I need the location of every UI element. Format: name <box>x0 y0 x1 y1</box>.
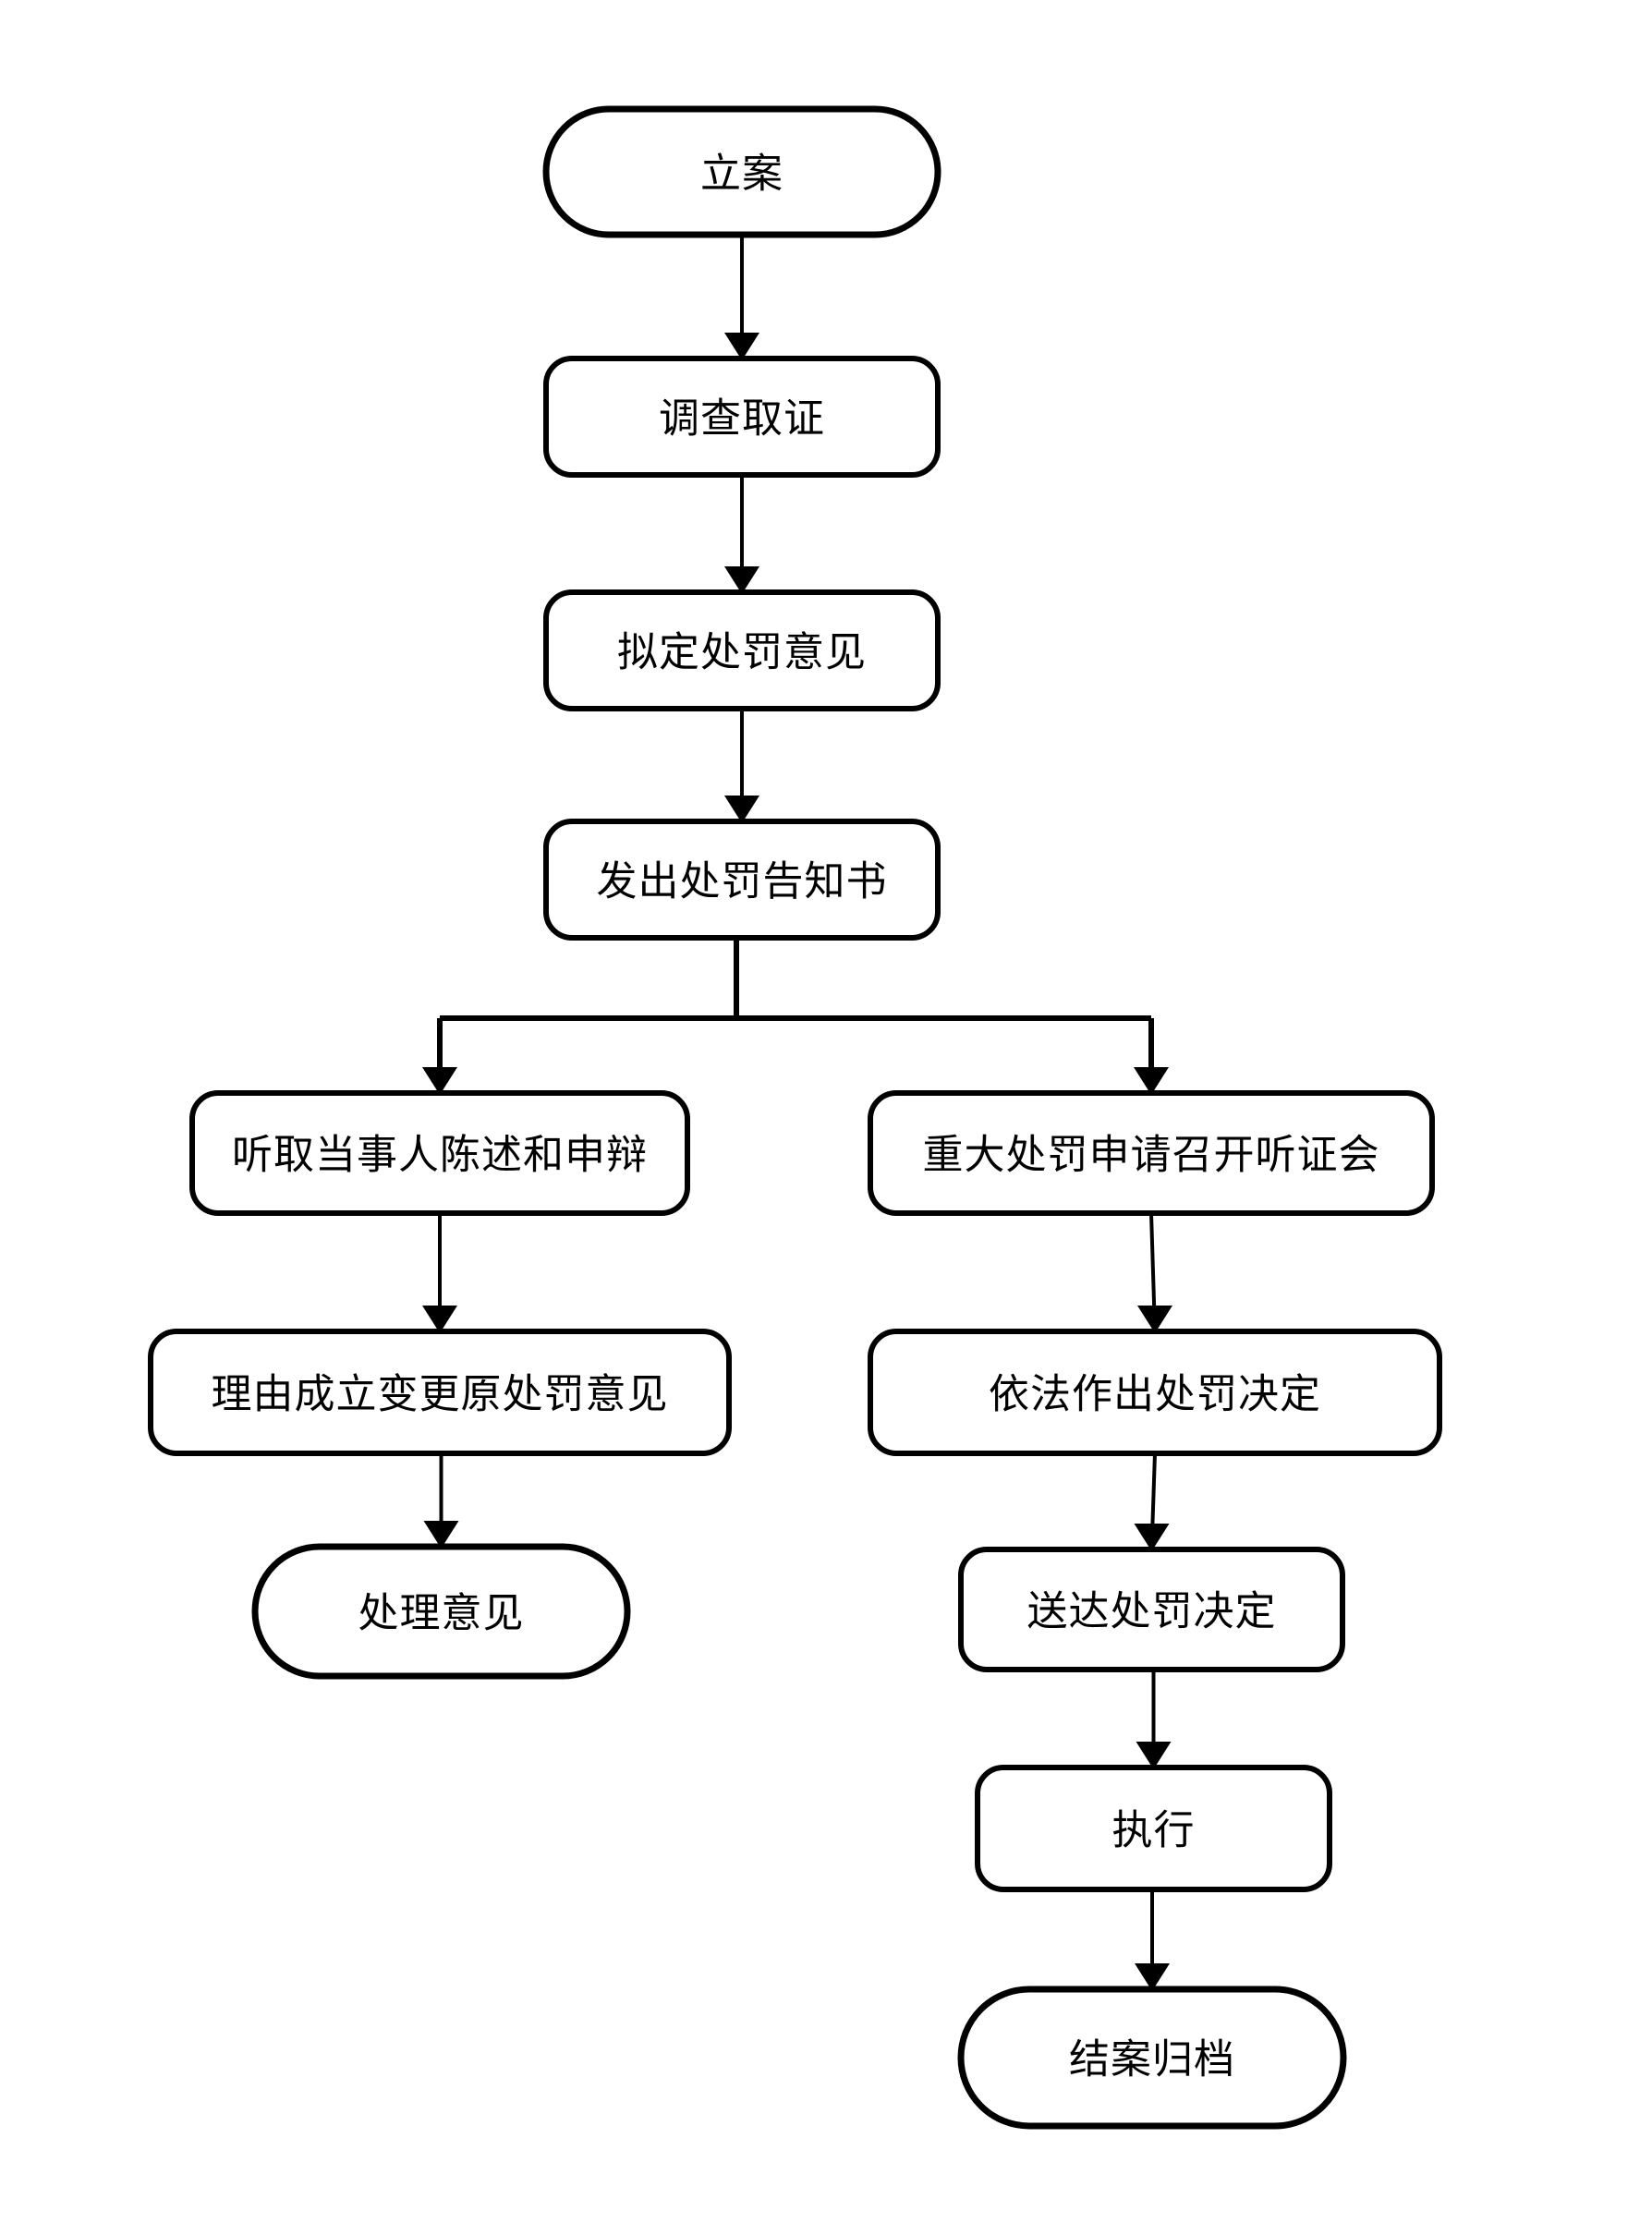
node-n1[interactable]: 立案 <box>542 105 941 238</box>
branch-bus <box>440 938 1151 1021</box>
node-label: 送达处罚决定 <box>1027 1589 1277 1634</box>
process-shape <box>975 1765 1332 1892</box>
process-shape <box>868 1090 1435 1216</box>
node-n5[interactable]: 听取当事人陈述和申辩 <box>189 1090 690 1216</box>
node-label: 依法作出处罚决定 <box>989 1372 1321 1417</box>
arrow-head <box>1134 1524 1170 1551</box>
process-shape <box>958 1547 1345 1672</box>
node-n12[interactable]: 结案归档 <box>957 1986 1347 2130</box>
node-label: 重大处罚申请召开听证会 <box>923 1133 1380 1178</box>
process-shape <box>868 1329 1442 1456</box>
node-label: 调查取证 <box>659 396 825 442</box>
node-n10[interactable]: 送达处罚决定 <box>958 1547 1345 1672</box>
process-shape <box>543 356 941 478</box>
arrow-head <box>1135 1963 1170 1991</box>
edge-n1-to-n2 <box>724 235 759 360</box>
edge-n3-to-n4 <box>724 709 759 823</box>
terminator-shape <box>542 105 941 238</box>
terminator-shape <box>251 1543 631 1680</box>
node-label: 发出处罚告知书 <box>597 859 888 905</box>
edge-n4-to-n5 <box>422 1018 457 1095</box>
arrow-head <box>1134 1067 1169 1095</box>
node-label: 立案 <box>700 152 783 197</box>
edge-n2-to-n3 <box>724 475 759 594</box>
node-n8[interactable]: 依法作出处罚决定 <box>868 1329 1442 1456</box>
node-n7[interactable]: 理由成立变更原处罚意见 <box>148 1329 732 1456</box>
arrow-head <box>724 796 759 823</box>
node-n2[interactable]: 调查取证 <box>543 356 941 478</box>
edge-n8-to-n10 <box>1134 1452 1170 1551</box>
arrow-head <box>1136 1742 1172 1769</box>
terminator-shape <box>957 1986 1347 2130</box>
node-label: 理由成立变更原处罚意见 <box>212 1372 669 1417</box>
arrow-head <box>422 1067 457 1095</box>
edge-n7-to-n9 <box>423 1453 459 1549</box>
process-shape <box>543 819 941 941</box>
process-shape <box>189 1090 690 1216</box>
edge-n5-to-n7 <box>422 1213 457 1333</box>
node-n6[interactable]: 重大处罚申请召开听证会 <box>868 1090 1435 1216</box>
node-label: 听取当事人陈述和申辩 <box>232 1133 648 1178</box>
node-label: 处理意见 <box>358 1591 525 1636</box>
node-n4[interactable]: 发出处罚告知书 <box>543 819 941 941</box>
arrow-head <box>724 566 759 594</box>
node-n3[interactable]: 拟定处罚意见 <box>543 589 941 711</box>
process-shape <box>543 589 941 711</box>
arrow-head <box>1137 1306 1172 1333</box>
edges-layer <box>422 235 1172 1991</box>
node-label: 执行 <box>1112 1808 1196 1853</box>
node-label: 结案归档 <box>1069 2037 1235 2083</box>
arrow-head <box>423 1521 459 1549</box>
arrow-head <box>422 1306 457 1333</box>
edge-n10-to-n11 <box>1136 1670 1172 1769</box>
edge-n11-to-n12 <box>1135 1889 1170 1991</box>
arrow-head <box>724 333 759 360</box>
node-n11[interactable]: 执行 <box>975 1765 1332 1892</box>
node-label: 拟定处罚意见 <box>617 630 867 675</box>
edge-n6-to-n8 <box>1137 1212 1172 1333</box>
process-shape <box>148 1329 732 1456</box>
node-n9[interactable]: 处理意见 <box>251 1543 631 1680</box>
edge-n4-to-n6 <box>1134 1018 1169 1095</box>
